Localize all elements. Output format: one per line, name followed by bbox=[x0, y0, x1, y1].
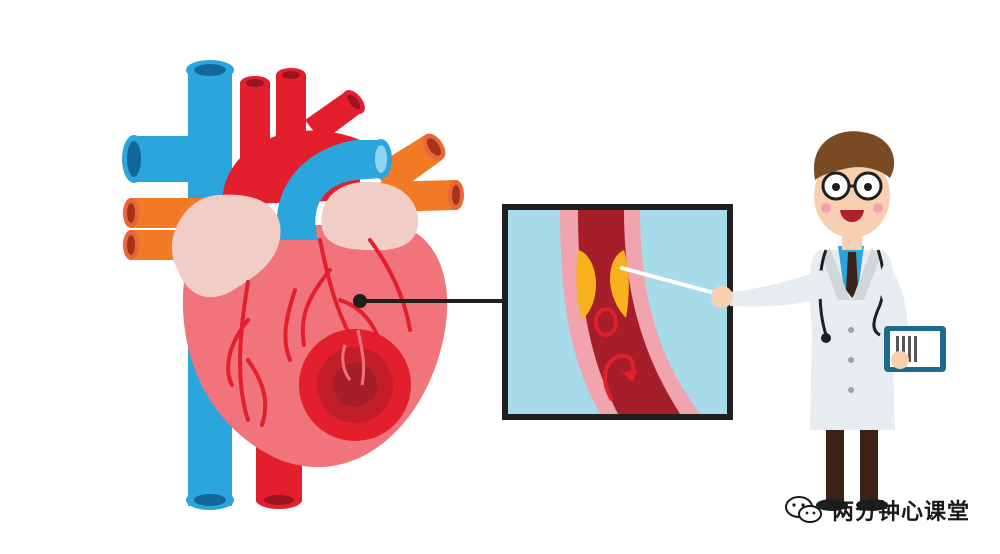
left-atrium bbox=[172, 194, 281, 298]
doctor-character bbox=[620, 131, 946, 511]
callout-pointer bbox=[353, 294, 505, 308]
pulmonary-veins-right bbox=[372, 133, 464, 212]
pulmonary-artery bbox=[276, 139, 392, 240]
artery-zoom-panel bbox=[502, 204, 733, 420]
watermark: 两分钟心课堂 bbox=[784, 494, 970, 526]
pulmonary-vein-blue bbox=[122, 135, 202, 183]
pointer-stick bbox=[620, 266, 724, 297]
watermark-text: 两分钟心课堂 bbox=[831, 500, 970, 525]
coronary-arteries bbox=[226, 238, 412, 427]
infarct-zone bbox=[299, 329, 411, 441]
right-atrium bbox=[321, 181, 419, 251]
lab-coat bbox=[809, 250, 895, 430]
doctor-hair bbox=[814, 131, 895, 180]
pointing-hand bbox=[711, 286, 733, 308]
wechat-icon bbox=[784, 496, 822, 523]
doctor-mouth bbox=[840, 210, 864, 222]
heart-illustration bbox=[122, 60, 505, 510]
